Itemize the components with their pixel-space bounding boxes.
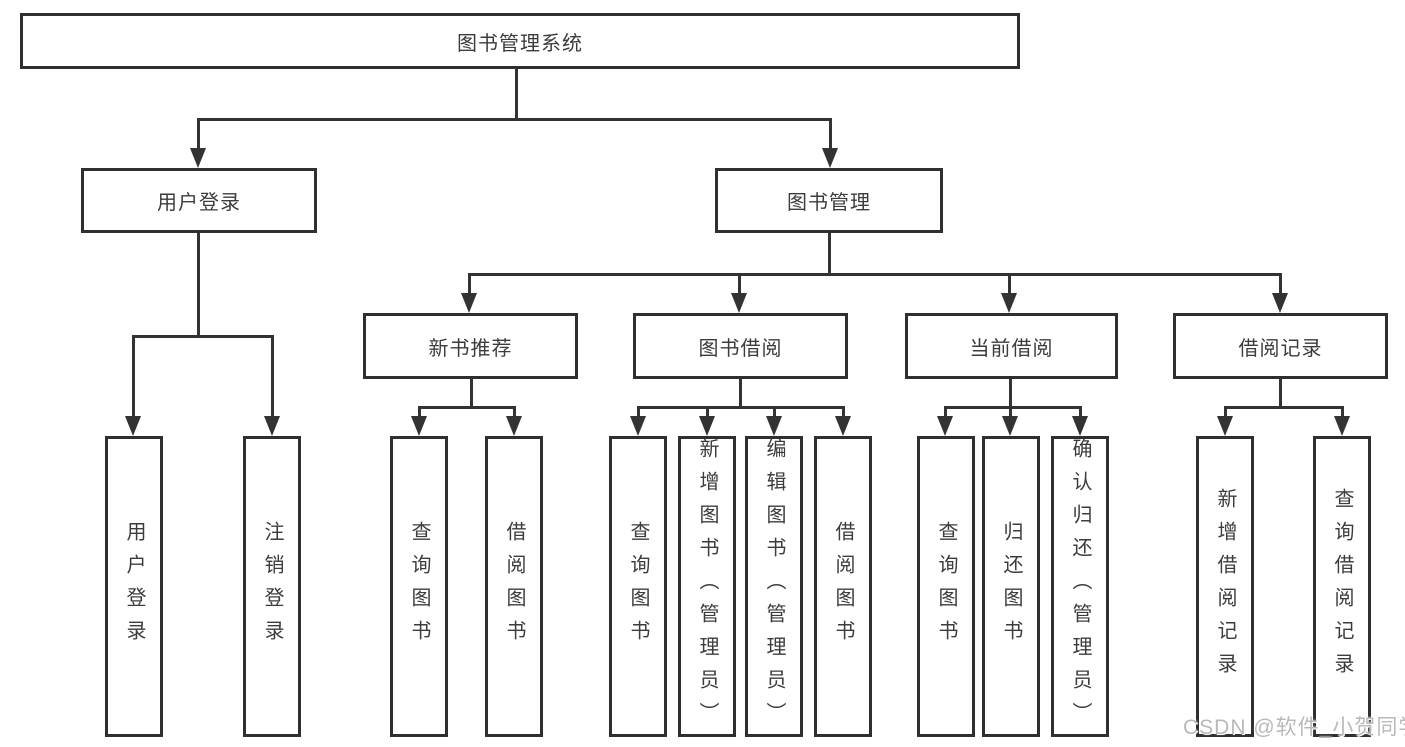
node-book-management: 图书管理 — [715, 168, 943, 233]
csdn-watermark: CSDN @软件_小贺同学 — [1183, 716, 1405, 739]
leaf-label: 注销登录 — [261, 520, 283, 653]
leaf-label: 新增图书（管理员） — [696, 438, 718, 735]
connector-borrowing-bar — [637, 406, 844, 409]
node-label: 图书管理 — [787, 192, 871, 214]
leaf-add-books-admin: 新增图书（管理员） — [678, 436, 736, 737]
connector-to-book-borrowing — [738, 273, 741, 295]
connector-to-borrowing-records — [1279, 273, 1282, 295]
arrowhead-icon — [1072, 416, 1088, 436]
leaf-label: 查询图书 — [627, 520, 649, 653]
arrowhead-icon — [1217, 416, 1233, 436]
arrowhead-icon — [766, 416, 782, 436]
node-label: 图书管理系统 — [457, 32, 583, 55]
connector-root-to-user-login — [197, 118, 200, 150]
connector-records-bar — [1224, 406, 1344, 409]
arrowhead-icon — [1001, 293, 1017, 313]
leaf-label: 查询图书 — [935, 520, 957, 653]
connector-to-current-borrowing — [1008, 273, 1011, 295]
connector-book-mgmt-bar — [468, 273, 1281, 276]
leaf-borrow-books: 借阅图书 — [814, 436, 872, 737]
node-user-login: 用户登录 — [81, 168, 317, 233]
node-label: 当前借阅 — [969, 337, 1054, 360]
arrowhead-icon — [1002, 416, 1018, 436]
node-current-borrowing: 当前借阅 — [905, 313, 1118, 379]
connector-to-leaf — [706, 406, 709, 418]
connector-root-bar — [197, 118, 832, 121]
leaf-label: 编辑图书（管理员） — [763, 438, 785, 735]
leaf-query-books-recommend: 查询图书 — [390, 436, 448, 737]
node-root-library-system: 图书管理系统 — [20, 13, 1020, 69]
node-label: 借阅记录 — [1238, 337, 1323, 360]
node-label: 图书借阅 — [698, 337, 783, 360]
leaf-query-borrow-record: 查询借阅记录 — [1313, 436, 1371, 737]
connector-to-leaf — [1009, 406, 1012, 418]
arrowhead-icon — [731, 293, 747, 313]
arrowhead-icon — [937, 416, 953, 436]
arrowhead-icon — [190, 148, 206, 168]
connector-root-stub — [515, 68, 518, 121]
arrowhead-icon — [264, 416, 280, 436]
leaf-label: 查询图书 — [408, 520, 430, 653]
arrowhead-icon — [1334, 416, 1350, 436]
connector-current-bar — [944, 406, 1082, 409]
leaf-label: 借阅图书 — [832, 520, 854, 653]
connector-to-leaf — [773, 406, 776, 418]
connector-book-mgmt-stub — [828, 233, 831, 276]
connector-recommend-bar — [418, 406, 516, 409]
leaf-label: 用户登录 — [123, 520, 145, 653]
connector-user-login-bar — [132, 335, 274, 338]
connector-to-leaf — [1224, 406, 1227, 418]
arrowhead-icon — [835, 416, 851, 436]
leaf-label: 查询借阅记录 — [1331, 487, 1353, 686]
connector-root-to-book-management — [829, 118, 832, 150]
connector-to-leaf-user-login — [132, 335, 135, 418]
leaf-add-borrow-record: 新增借阅记录 — [1196, 436, 1254, 737]
leaf-user-login: 用户登录 — [105, 436, 163, 737]
arrowhead-icon — [822, 148, 838, 168]
connector-to-leaf — [513, 406, 516, 418]
leaf-label: 确认归还（管理员） — [1069, 438, 1091, 735]
connector-current-stub — [1009, 379, 1012, 409]
connector-user-login-stub — [197, 233, 200, 338]
leaf-edit-books-admin: 编辑图书（管理员） — [745, 436, 803, 737]
arrowhead-icon — [1272, 293, 1288, 313]
node-label: 用户登录 — [157, 192, 241, 214]
arrowhead-icon — [125, 416, 141, 436]
connector-to-new-book-recommend — [468, 273, 471, 295]
connector-to-leaf — [944, 406, 947, 418]
leaf-label: 归还图书 — [1000, 520, 1022, 653]
connector-to-leaf — [842, 406, 845, 418]
leaf-logout: 注销登录 — [243, 436, 301, 737]
node-label: 新书推荐 — [428, 337, 513, 360]
connector-to-leaf — [418, 406, 421, 418]
leaf-label: 借阅图书 — [503, 520, 525, 653]
connector-borrowing-stub — [739, 379, 742, 409]
leaf-query-books-borrow: 查询图书 — [609, 436, 667, 737]
connector-records-stub — [1279, 379, 1282, 409]
node-borrowing-records: 借阅记录 — [1173, 313, 1388, 379]
connector-to-leaf — [1079, 406, 1082, 418]
leaf-query-books-current: 查询图书 — [917, 436, 975, 737]
arrowhead-icon — [506, 416, 522, 436]
leaf-borrow-books-recommend: 借阅图书 — [485, 436, 543, 737]
connector-to-leaf — [637, 406, 640, 418]
leaf-confirm-return-admin: 确认归还（管理员） — [1051, 436, 1109, 737]
connector-recommend-stub — [470, 379, 473, 409]
node-new-book-recommend: 新书推荐 — [363, 313, 578, 379]
connector-to-leaf — [1341, 406, 1344, 418]
arrowhead-icon — [461, 293, 477, 313]
leaf-return-books: 归还图书 — [982, 436, 1040, 737]
connector-to-leaf-logout — [271, 335, 274, 418]
arrowhead-icon — [411, 416, 427, 436]
arrowhead-icon — [699, 416, 715, 436]
leaf-label: 新增借阅记录 — [1214, 487, 1236, 686]
node-book-borrowing: 图书借阅 — [633, 313, 848, 379]
arrowhead-icon — [630, 416, 646, 436]
